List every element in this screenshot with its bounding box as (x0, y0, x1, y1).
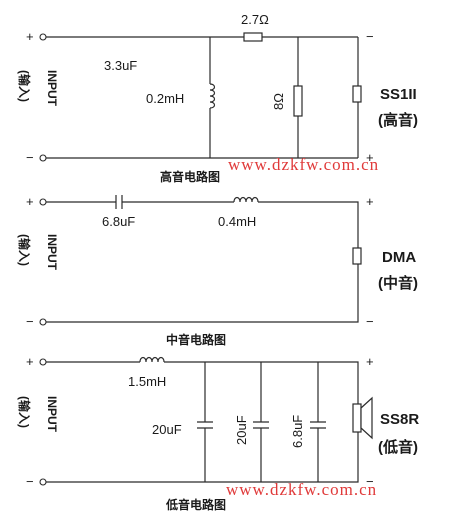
mid-cap-label: 6.8uF (102, 214, 135, 229)
high-inductor-label: 0.2mH (146, 91, 184, 106)
mid-speaker-name: DMA (382, 249, 416, 266)
high-plus-terminal (39, 33, 47, 41)
mid-out-plus: + (366, 194, 374, 209)
low-plus-terminal (39, 358, 47, 366)
mid-inductor-label: 0.4mH (218, 214, 256, 229)
high-speaker-icon (352, 85, 362, 103)
low-out-minus: − (366, 474, 374, 489)
mid-input-label: INPUT (45, 234, 59, 271)
low-inductor (139, 356, 165, 363)
high-inductor (209, 83, 216, 109)
high-minus-terminal (39, 154, 47, 162)
mid-out-minus: − (366, 314, 374, 329)
high-input-minus: − (26, 150, 34, 165)
high-input-cn: (输入) (17, 70, 32, 102)
high-caption: 高音电路图 (160, 169, 220, 184)
mid-speaker-icon (352, 247, 362, 265)
high-out-minus: + (366, 150, 374, 165)
low-inductor-label: 1.5mH (128, 374, 166, 389)
high-shunt-res-label: 8Ω (271, 93, 286, 110)
high-input-label: INPUT (45, 70, 59, 107)
mid-input-plus: + (26, 194, 34, 209)
low-input-plus: + (26, 354, 34, 369)
mid-input-minus: − (26, 314, 34, 329)
mid-plus-terminal (39, 198, 47, 206)
woofer-speaker-icon (352, 396, 373, 440)
low-cap3-label: 6.8uF (290, 415, 305, 448)
low-cap2-label: 20uF (234, 415, 249, 445)
low-minus-terminal (39, 478, 47, 486)
mid-inductor (233, 196, 259, 203)
mid-speaker-role: (中音) (378, 274, 418, 292)
high-series-res-label: 2.7Ω (241, 12, 269, 27)
mid-input-cn: (输入) (17, 234, 32, 266)
watermark-bottom: www.dzkfw.com.cn (226, 480, 377, 499)
mid-section: + − + − 6.8uF 0.4mH DMA (中音) INPUT (输入) … (17, 194, 418, 347)
high-out-plus: − (366, 29, 374, 44)
high-section: + − − + 3.3uF 0.2mH 2.7Ω 8Ω SS1II (高音) I… (17, 12, 418, 184)
high-input-plus: + (26, 29, 34, 44)
high-speaker-name: SS1II (380, 86, 417, 103)
watermark-top: www.dzkfw.com.cn (228, 155, 379, 174)
low-section: + − + − 1.5mH 20uF 20uF 6.8uF SS8R (低音) … (17, 354, 419, 512)
low-speaker-role: (低音) (378, 438, 418, 456)
low-input-minus: − (26, 474, 34, 489)
low-capacitor-1 (197, 362, 213, 482)
low-capacitor-3 (310, 362, 326, 482)
high-cap-label: 3.3uF (104, 58, 137, 73)
low-input-cn: (输入) (17, 396, 32, 428)
high-series-resistor (243, 32, 263, 42)
low-out-plus: + (366, 354, 374, 369)
low-input-label: INPUT (45, 396, 59, 433)
low-cap1-label: 20uF (152, 422, 182, 437)
mid-capacitor (115, 195, 123, 209)
low-caption: 低音电路图 (165, 497, 226, 512)
high-speaker-role: (高音) (378, 111, 418, 129)
low-capacitor-2 (253, 362, 269, 482)
high-shunt-resistor (293, 85, 303, 117)
low-speaker-name: SS8R (380, 411, 419, 428)
mid-minus-terminal (39, 318, 47, 326)
mid-caption: 中音电路图 (166, 332, 226, 347)
